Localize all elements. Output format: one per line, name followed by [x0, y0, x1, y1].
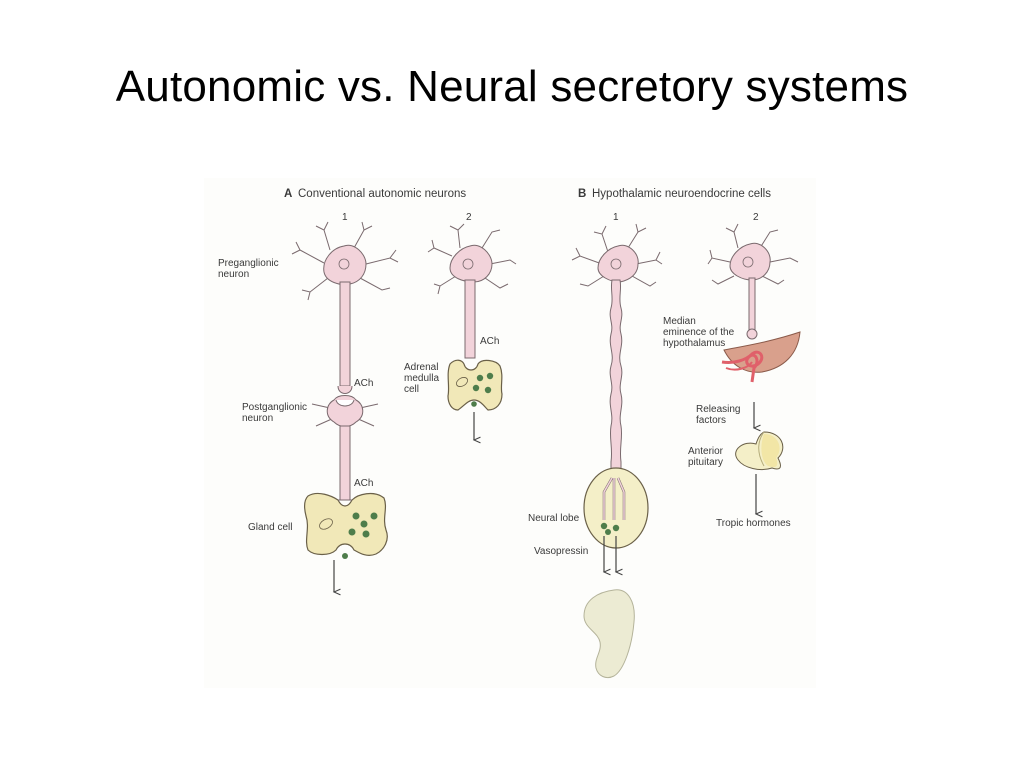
slide-title: Autonomic vs. Neural secretory systems: [115, 62, 909, 111]
anterior-label-line2: pituitary: [688, 457, 723, 468]
tropic-hormones-label: Tropic hormones: [716, 518, 791, 529]
neurosecretory-neuron-b1: [571, 223, 663, 479]
ach-label-3: ACh: [480, 336, 499, 347]
panel-a-col2-number: 2: [466, 212, 472, 223]
ach-label-1: ACh: [354, 378, 373, 389]
gland-cell: [304, 492, 388, 559]
neuron-figure: A Conventional autonomic neurons 1 2 Pre…: [204, 178, 816, 688]
releasing-label-line1: Releasing: [696, 404, 740, 415]
panel-a-heading: Conventional autonomic neurons: [298, 188, 466, 200]
kidney: [583, 589, 635, 679]
preganglionic-label-line1: Preganglionic: [218, 258, 279, 269]
median-label-line2: eminence of the: [663, 327, 735, 338]
gland-cell-label: Gland cell: [248, 522, 292, 533]
releasing-label-line2: factors: [696, 415, 726, 426]
neural-lobe-label: Neural lobe: [528, 513, 580, 524]
adrenal-label-line1: Adrenal: [404, 362, 438, 373]
preganglionic-neuron: [291, 221, 399, 387]
adrenal-preganglionic-neuron: [427, 223, 517, 359]
panel-b-heading: Hypothalamic neuroendocrine cells: [592, 188, 771, 200]
panel-b-col2-number: 2: [753, 212, 759, 223]
anterior-pituitary: [735, 431, 784, 471]
preganglionic-label-line2: neuron: [218, 269, 249, 280]
ach-label-2: ACh: [354, 478, 373, 489]
synaptic-terminal-a1: [337, 385, 353, 394]
neuron-diagram: A Conventional autonomic neurons 1 2 Pre…: [218, 188, 801, 679]
panel-a-letter: A: [284, 188, 292, 200]
adrenal-label-line3: cell: [404, 384, 419, 395]
median-label-line3: hypothalamus: [663, 338, 725, 349]
vasopressin-label: Vasopressin: [534, 546, 588, 557]
median-label-line1: Median: [663, 316, 696, 327]
anterior-label-line1: Anterior: [688, 446, 724, 457]
adrenal-label-line2: medulla: [404, 373, 439, 384]
neurosecretory-neuron-b2: [707, 223, 799, 340]
adrenal-medulla-cell: [447, 359, 503, 411]
postganglionic-label-line1: Postganglionic: [242, 402, 307, 413]
panel-a-col1-number: 1: [342, 212, 348, 223]
median-eminence: [721, 331, 801, 383]
panel-b-col1-number: 1: [613, 212, 619, 223]
postganglionic-label-line2: neuron: [242, 413, 273, 424]
panel-b-letter: B: [578, 188, 586, 200]
